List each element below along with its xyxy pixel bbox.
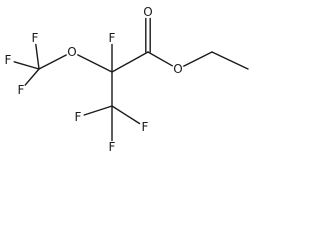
atom-label-o_carbonyl: O: [143, 5, 152, 19]
atom-label-f5: F: [142, 120, 149, 134]
atom-label-layer: F F F O F O O F F F: [5, 5, 183, 154]
atom-label-f2: F: [32, 31, 39, 45]
atom-label-f6: F: [109, 140, 116, 154]
bond-c_cf3-f4: [83, 105, 113, 116]
bond-c_carbonyl-o_ester: [147, 51, 174, 67]
bond-c_alpha-c_carbonyl: [111, 51, 149, 73]
bond-o_ester-c_ethyl1: [183, 51, 213, 67]
bond-c_ethyl1-c_ethyl2: [211, 51, 249, 70]
atom-label-f1: F: [5, 53, 12, 67]
chemical-structure: F F F O F O O F F F: [5, 5, 249, 154]
bond-c_cf3-f5: [111, 105, 141, 125]
bond-f1-c_cf3o: [13, 61, 40, 70]
atom-label-f4: F: [75, 110, 82, 124]
bond-c_cf3o-o_ether: [38, 54, 67, 70]
bond-layer: [13, 17, 249, 142]
atom-label-f3: F: [18, 83, 25, 97]
atom-label-o_ether: O: [67, 45, 76, 59]
bond-f2-c_cf3o: [35, 43, 40, 70]
bond-o_ether-c_alpha: [77, 54, 113, 73]
bond-f3-c_cf3o: [24, 68, 40, 86]
atom-label-o_ester: O: [173, 62, 182, 76]
atom-label-f_alpha: F: [109, 31, 116, 45]
